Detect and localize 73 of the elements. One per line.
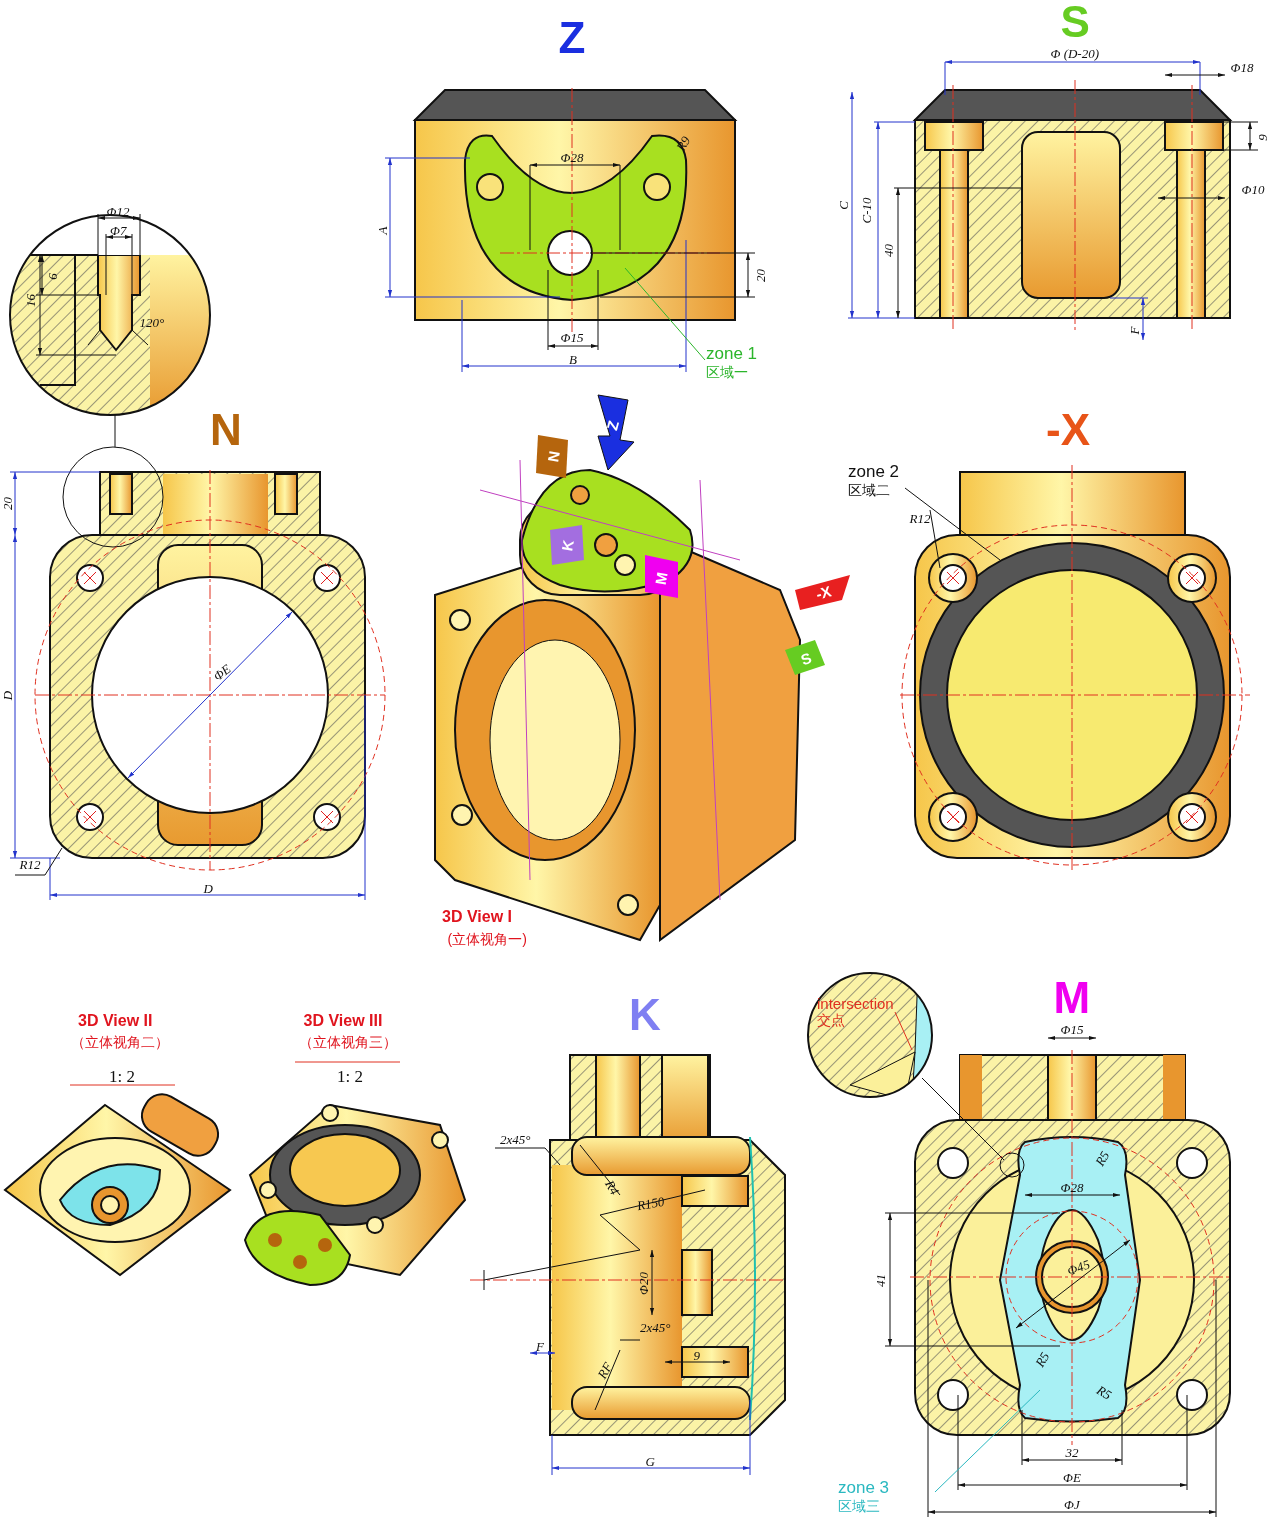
scale-label: 1: 2 [109,1067,135,1085]
view-caption: （立体视角三） [299,1035,397,1049]
callout-label: zone 1 [706,344,758,364]
leader-line [904,487,1001,561]
dimension-label: 9 [1255,133,1269,141]
dimension-label: 9 [693,1348,700,1362]
dimension-label: Φ (D-20) [1050,46,1100,60]
callout-label: zone 2 [848,462,900,482]
view-flag-letter: M [652,570,670,586]
view-letter: S [1060,0,1090,44]
dimension-label: R4 [603,1177,622,1197]
view-caption: （立体视角二） [71,1035,169,1049]
dimension-label: Φ15 [560,330,584,344]
dimension-label: F [1128,326,1142,334]
view-caption: (立体视角一) [447,932,527,946]
dimension-label: 120° [139,315,165,329]
dimension-label: 2x45° [640,1320,671,1334]
view-caption: 3D View II [78,1013,153,1029]
view-letter: K [629,993,661,1037]
callout-translation: 区域一 [706,363,749,380]
view-letter: M [1053,976,1091,1020]
dimension-label: Φ28 [1060,1180,1084,1194]
dimension-label: R5 [1094,1382,1114,1402]
dimension-label: R5 [1033,1349,1052,1369]
dimension-label: Φ28 [560,150,584,164]
dimension-label: ΦE [1063,1470,1081,1484]
view-flag-letter: N [544,449,562,463]
dimension-label: 40 [881,243,895,257]
dimension-label: ΦJ [1064,1497,1080,1511]
dimension-label: B [569,352,577,366]
callout-translation: 区域二 [848,481,891,498]
view-caption: 3D View III [303,1013,383,1029]
view-caption: 3D View I [442,909,512,925]
dimension-label: Φ18 [1230,60,1254,74]
view-flag-letter: S [798,649,814,667]
dimension-label: RF [595,1359,615,1381]
dimension-label: R12 [19,857,41,871]
leader-line [934,1389,1041,1493]
scale-label: 1: 2 [337,1067,363,1085]
dimension-label: G [645,1454,655,1468]
leader-line [624,267,706,361]
view-flag-letter: -X [813,582,833,602]
dimension-label: Φ10 [1241,182,1265,196]
callout-label: intersection [817,995,894,1013]
dimension-label: 16 [23,293,37,307]
callout-translation: 区域三 [838,1497,881,1514]
view-letter: -X [1046,408,1090,452]
dimension-label: Φ7 [110,223,127,237]
dimension-label: 2x45° [500,1132,531,1146]
dimension-label: ΦE [210,661,233,683]
dimension-label: F [536,1339,544,1353]
dimension-label: Φ45 [1064,1256,1091,1278]
dimension-label: D [203,881,213,895]
dimension-label: 6 [45,272,59,280]
callout-label: zone 3 [838,1478,890,1498]
dimension-label: R150 [635,1194,665,1212]
dimension-label: 32 [1065,1445,1079,1459]
dimension-label: C [836,200,850,210]
dimension-label: Φ15 [1060,1022,1084,1036]
dimension-label: R12 [909,511,931,525]
dimension-label: A [376,226,390,234]
dimension-label: Φ20 [636,1271,650,1295]
callout-translation: 交点 [817,1012,846,1029]
dimension-label: R5 [1093,1148,1112,1168]
view-letter: Z [558,16,586,60]
dimension-label: 20 [753,268,767,282]
dimension-label: 41 [873,1273,887,1287]
dimension-label: C-10 [859,197,873,223]
dimension-label: 20 [0,496,14,510]
view-flag-letter: Z [603,418,621,432]
dimension-label: D [0,690,14,700]
view-flag-letter: K [558,538,576,552]
view-letter: N [210,408,242,452]
